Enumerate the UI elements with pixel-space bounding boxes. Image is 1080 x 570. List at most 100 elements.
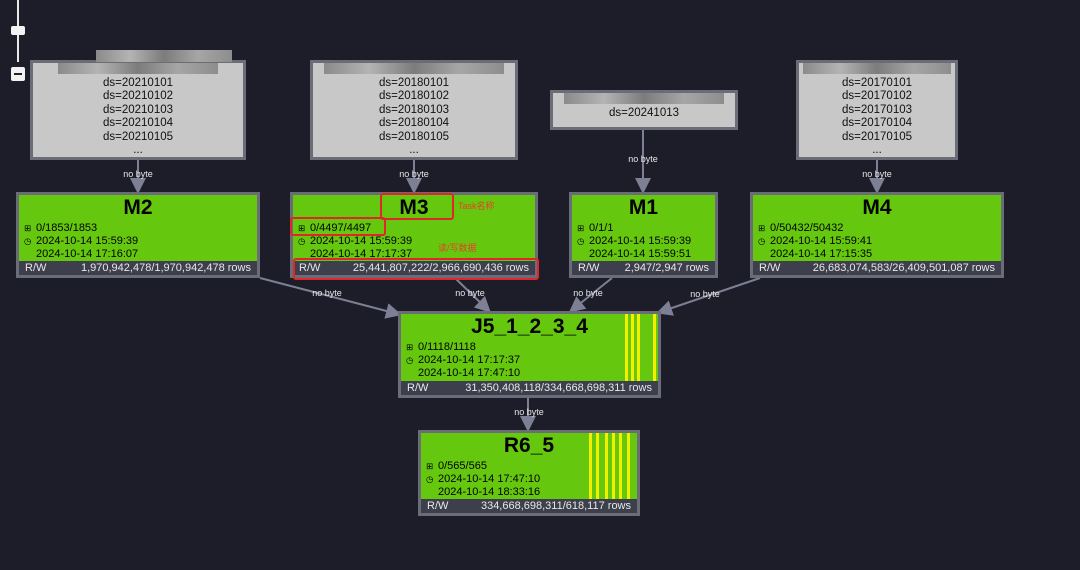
instances-count: 0/565/565 (438, 460, 487, 472)
partition-row: ds=20170104 (841, 117, 913, 130)
end-time: 2024-10-14 17:16:07 (36, 248, 139, 260)
rw-value: 334,668,698,311/618,117 rows (480, 500, 631, 512)
progress-stripe (627, 433, 630, 499)
rw-value: 2,947/2,947 rows (624, 262, 709, 274)
progress-stripe (619, 433, 622, 499)
input-table-3[interactable]: ds=20241013 (550, 90, 738, 130)
task-node-m1[interactable]: M1 ⊞0/1/1 ◷2024-10-14 15:59:39 2024-10-1… (569, 192, 718, 278)
partition-row: ds=20210103 (102, 103, 174, 116)
rw-value: 31,350,408,118/334,668,698,311 rows (465, 382, 652, 394)
partition-row-more: ... (872, 144, 882, 157)
edge-label: no byte (690, 289, 720, 299)
progress-stripe (637, 314, 640, 381)
partition-row: ds=20241013 (608, 107, 680, 119)
clock-icon: ◷ (406, 355, 414, 365)
end-time: 2024-10-14 17:15:35 (770, 248, 873, 260)
task-title: J5_1_2_3_4 (471, 315, 588, 338)
partition-row: ds=20180105 (378, 130, 450, 143)
table-name-blurred (33, 63, 243, 77)
partition-row: ds=20170105 (841, 130, 913, 143)
rw-bar: R/W 1,970,942,478/1,970,942,478 rows (19, 261, 257, 275)
rw-label: R/W (25, 262, 47, 274)
task-node-m2[interactable]: M2 ⊞0/1853/1853 ◷2024-10-14 15:59:39 202… (16, 192, 260, 278)
partition-row: ds=20180102 (378, 90, 450, 103)
partition-row: ds=20180101 (378, 77, 450, 89)
zoom-control[interactable] (10, 0, 26, 81)
zoom-slider-thumb[interactable] (11, 26, 25, 35)
instances-grid-icon: ⊞ (298, 223, 306, 233)
progress-stripe (653, 314, 656, 381)
edge-m1-j5 (568, 277, 613, 313)
instances-count: 0/1/1 (589, 222, 614, 234)
start-time: 2024-10-14 15:59:39 (310, 235, 413, 247)
partition-row-more: ... (409, 144, 419, 157)
rw-value: 26,683,074,583/26,409,501,087 rows (812, 262, 995, 274)
edge-label: no byte (399, 169, 429, 179)
start-time: 2024-10-14 15:59:39 (589, 235, 692, 247)
rw-value: 1,970,942,478/1,970,942,478 rows (80, 262, 251, 274)
highlight-task-name (380, 193, 454, 220)
table-name-overflow-blurred (96, 50, 232, 62)
partition-row: ds=20180103 (378, 103, 450, 116)
task-title: R6_5 (503, 434, 555, 457)
input-table-1[interactable]: ds=20210101 ds=20210102 ds=20210103 ds=2… (30, 60, 246, 160)
rw-label: R/W (427, 500, 449, 512)
instances-count: 0/1118/1118 (418, 341, 476, 353)
partition-row: ds=20170101 (841, 77, 913, 89)
progress-stripe (631, 314, 634, 381)
rw-bar: R/W 25,441,807,222/2,966,690,436 rows (293, 261, 535, 275)
highlight-instances (290, 217, 386, 236)
edge-label: no byte (628, 154, 658, 164)
table-name-blurred (799, 63, 955, 77)
rw-label: R/W (299, 262, 321, 274)
zoom-out-minus-icon[interactable] (11, 67, 25, 81)
start-time: 2024-10-14 17:17:37 (418, 354, 521, 366)
edge-label: no byte (312, 288, 342, 298)
task-title: M3 (399, 196, 429, 219)
edge-label: no byte (514, 407, 544, 417)
highlight-rw (293, 258, 539, 280)
clock-icon: ◷ (298, 236, 306, 246)
partition-row: ds=20170103 (841, 103, 913, 116)
instances-count: 0/4497/4497 (310, 222, 372, 234)
edge-label: no byte (573, 288, 603, 298)
annotation-task-name: Task名称 (458, 201, 495, 211)
progress-stripe (589, 433, 592, 499)
rw-bar: R/W 2,947/2,947 rows (572, 261, 715, 275)
task-title: M4 (862, 196, 892, 219)
progress-stripe (625, 314, 628, 381)
table-name-blurred (553, 93, 735, 107)
rw-label: R/W (759, 262, 781, 274)
task-node-m4[interactable]: M4 ⊞0/50432/50432 ◷2024-10-14 15:59:41 2… (750, 192, 1004, 278)
rw-bar: R/W 26,683,074,583/26,409,501,087 rows (753, 261, 1001, 275)
progress-stripe (612, 433, 615, 499)
partition-row-more: ... (133, 144, 143, 157)
task-title: M2 (123, 196, 153, 219)
instances-count: 0/1853/1853 (36, 222, 98, 234)
edge-label: no byte (455, 288, 485, 298)
partition-row: ds=20210104 (102, 117, 174, 130)
rw-label: R/W (578, 262, 600, 274)
clock-icon: ◷ (24, 236, 32, 246)
partition-row: ds=20170102 (841, 90, 913, 103)
partition-row: ds=20210102 (102, 90, 174, 103)
instances-grid-icon: ⊞ (758, 223, 766, 233)
instances-count: 0/50432/50432 (770, 222, 844, 234)
task-node-j5[interactable]: J5_1_2_3_4 ⊞ 0/1118/1118 ◷ 2024-10-14 17:1… (398, 311, 661, 398)
edge-m3-j5 (454, 277, 491, 313)
end-time: 2024-10-14 17:17:37 (310, 248, 413, 260)
annotation-rw-data: 读/写数据 (438, 243, 477, 253)
start-time: 2024-10-14 15:59:39 (36, 235, 139, 247)
partition-row: ds=20210105 (102, 130, 174, 143)
task-title: M1 (628, 196, 659, 219)
clock-icon: ◷ (758, 236, 766, 246)
edge-m4-j5 (656, 277, 761, 316)
task-node-r6[interactable]: R6_5 ⊞0/565/565 ◷2024-10-14 17:47:10 202… (418, 430, 640, 516)
instances-grid-icon: ⊞ (406, 342, 414, 352)
rw-value: 25,441,807,222/2,966,690,436 rows (352, 262, 529, 274)
input-table-2[interactable]: ds=20180101 ds=20180102 ds=20180103 ds=2… (310, 60, 518, 160)
input-table-4[interactable]: ds=20170101 ds=20170102 ds=20170103 ds=2… (796, 60, 958, 160)
instances-grid-icon: ⊞ (426, 461, 434, 471)
rw-bar: R/W 334,668,698,311/618,117 rows (421, 499, 637, 513)
